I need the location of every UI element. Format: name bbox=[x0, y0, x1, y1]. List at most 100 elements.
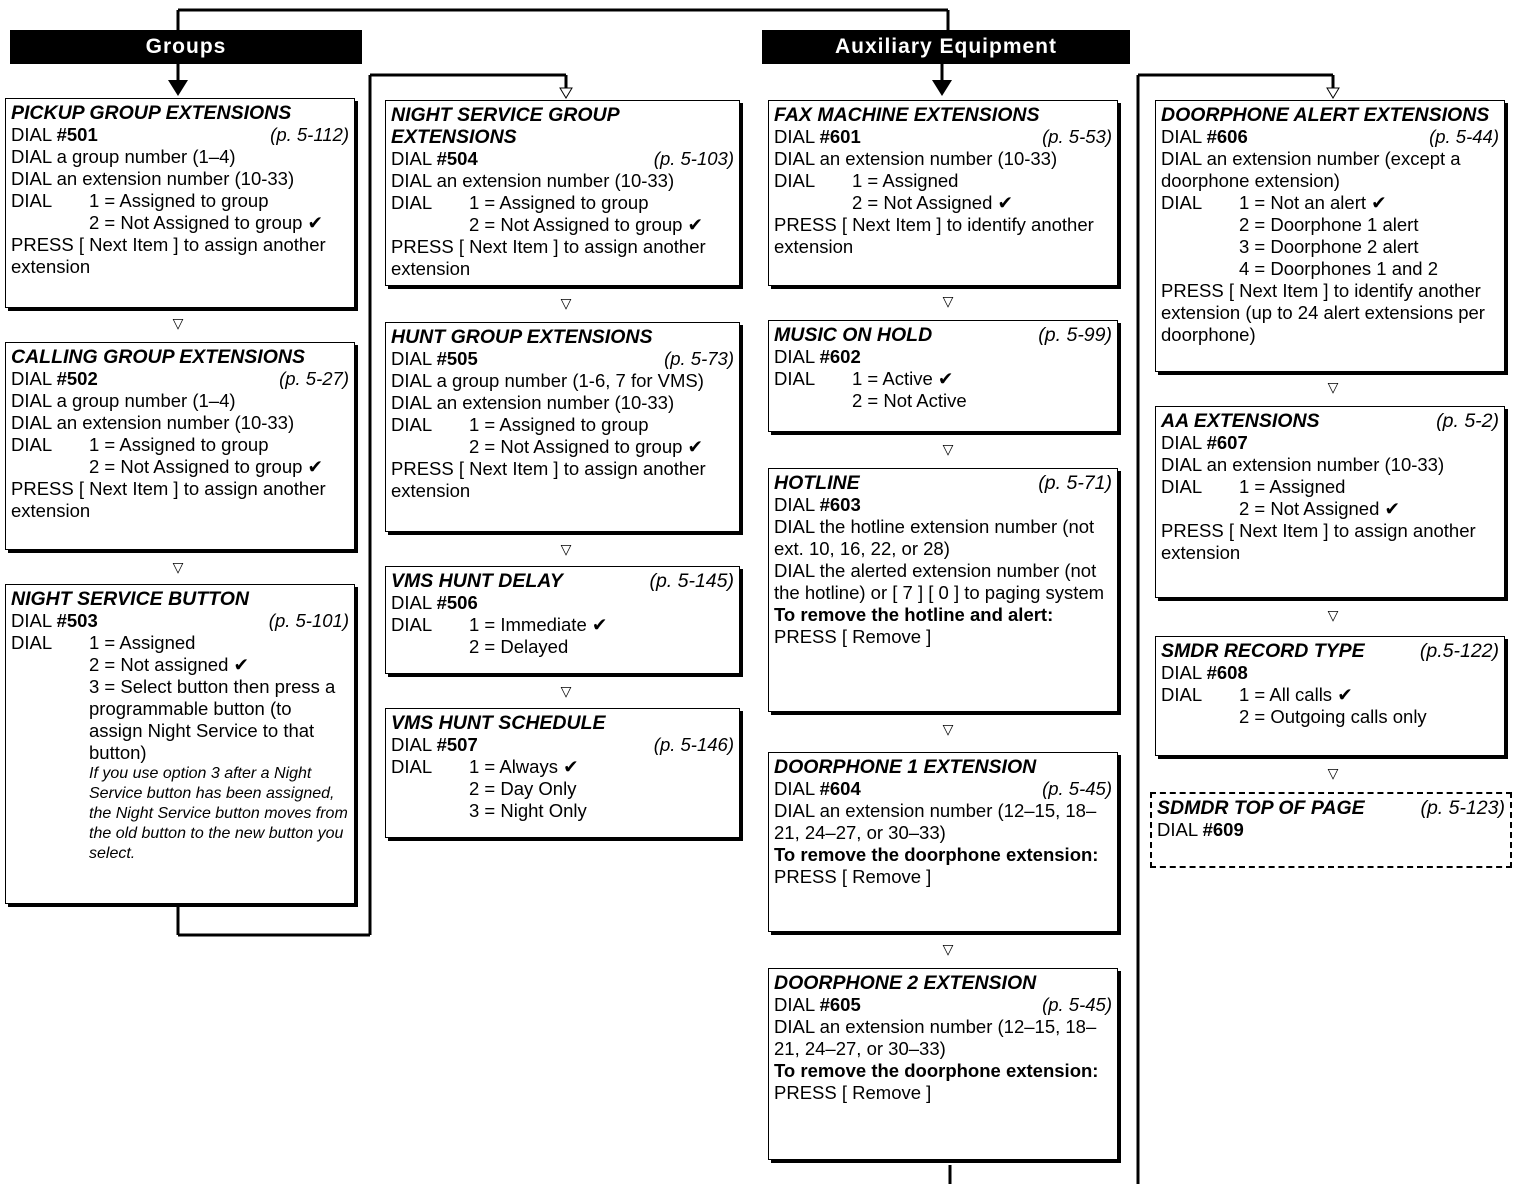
smdr-record-type-box: SMDR RECORD TYPE(p.5-122) DIAL #608 DIAL… bbox=[1155, 636, 1505, 756]
text-line: DIAL #604(p. 5-45) bbox=[774, 778, 1112, 800]
o2-text: 2 = Outgoing calls only bbox=[1239, 706, 1427, 727]
text-line: SMDR RECORD TYPE(p.5-122) bbox=[1161, 640, 1499, 662]
dial-text: DIAL bbox=[1157, 819, 1198, 840]
dial-text: DIAL bbox=[1161, 192, 1203, 213]
o3-text: 3 = Doorphone 2 alert bbox=[1239, 236, 1419, 257]
text-line: DIAL #606(p. 5-44) bbox=[1161, 126, 1499, 148]
text-line: VMS HUNT SCHEDULE bbox=[391, 712, 734, 734]
page-text: (p.5-122) bbox=[1419, 640, 1499, 662]
press-text: PRESS [ Next Item ] to assign another ex… bbox=[1161, 520, 1476, 563]
l1-text: DIAL an extension number (12–15, 18–21, … bbox=[774, 1016, 1097, 1059]
l2-text: DIAL an extension number (10-33) bbox=[11, 168, 295, 189]
text-line: VMS HUNT DELAY(p. 5-145) bbox=[391, 570, 734, 592]
text-line: DIAL #504 bbox=[391, 148, 478, 170]
dial-text: DIAL bbox=[11, 124, 52, 145]
title-text: NIGHT SERVICE GROUP EXTENSIONS bbox=[391, 104, 619, 148]
press-text: PRESS [ Remove ] bbox=[774, 1082, 932, 1103]
press-text: PRESS [ Remove ] bbox=[774, 866, 932, 887]
to-remove-doorphone-text: To remove the doorphone extension: bbox=[774, 1060, 1099, 1081]
text-line: NIGHT SERVICE BUTTON bbox=[11, 588, 349, 610]
dial-text: DIAL bbox=[391, 192, 433, 213]
o2-text: 2 = Delayed bbox=[469, 636, 569, 657]
title-text: DOORPHONE 2 EXTENSION bbox=[774, 972, 1037, 994]
page-text: (p. 5-103) bbox=[653, 148, 734, 169]
text-line: DOORPHONE 2 EXTENSION bbox=[774, 972, 1112, 994]
text-line: DIAL 1 = Immediate ✔2 = Delayed bbox=[391, 614, 734, 658]
l2-text: DIAL an extension number (10-33) bbox=[391, 392, 675, 413]
note-text: If you use option 3 after a Night Servic… bbox=[89, 765, 348, 862]
o2-text: 2 = Doorphone 1 alert bbox=[1239, 214, 1419, 235]
text-line: DIAL #506 bbox=[391, 592, 734, 614]
down-arrow-icon: ▽ bbox=[560, 541, 572, 557]
l1-text: DIAL a group number (1–4) bbox=[11, 146, 236, 167]
text-line: DIAL #502 bbox=[11, 368, 98, 390]
dial-text: DIAL bbox=[391, 148, 432, 169]
o2-text: 2 = Not Active bbox=[852, 390, 967, 411]
text-line: DIAL #507 bbox=[391, 734, 478, 756]
code-text: #609 bbox=[1202, 819, 1244, 840]
dial-text: DIAL bbox=[11, 368, 52, 389]
text-line: DOORPHONE ALERT EXTENSIONS bbox=[1161, 104, 1499, 126]
l2-text: DIAL an extension number (10-33) bbox=[11, 412, 295, 433]
dial-text: DIAL bbox=[774, 346, 815, 367]
text-line: 1 = Immediate ✔2 = Delayed bbox=[469, 614, 734, 658]
press-text: PRESS [ Next Item ] to assign another ex… bbox=[11, 478, 326, 521]
text-line: DIAL #504 (p. 5-103) bbox=[391, 148, 734, 170]
page-text: (p. 5-73) bbox=[664, 348, 734, 369]
o2-text: 2 = Not assigned ✔ bbox=[89, 654, 249, 675]
l1-text: DIAL the hotline extension number (not e… bbox=[774, 516, 1095, 559]
dial-text: DIAL bbox=[1161, 662, 1202, 683]
text-line: DIAL #605 bbox=[774, 994, 861, 1016]
o1-text: 1 = Assigned bbox=[89, 632, 196, 653]
sdmdr-top-of-page-box: SDMDR TOP OF PAGE(p. 5-123) DIAL #609 bbox=[1150, 792, 1512, 868]
o1-text: 1 = All calls ✔ bbox=[1239, 684, 1353, 705]
auxiliary-equipment-header: Auxiliary Equipment bbox=[762, 30, 1130, 64]
down-arrow-icon: ▽ bbox=[172, 559, 184, 575]
title-text: NIGHT SERVICE BUTTON bbox=[11, 588, 249, 610]
text-line: DIAL #607 bbox=[1161, 432, 1499, 454]
text-line: DIAL #604 bbox=[774, 778, 861, 800]
page-text: (p. 5-123) bbox=[1420, 797, 1505, 819]
page-text: (p. 5-71) bbox=[1038, 472, 1112, 494]
title-text: VMS HUNT DELAY bbox=[391, 570, 563, 592]
dial-text: DIAL bbox=[391, 614, 433, 635]
night-service-button-box: NIGHT SERVICE BUTTON DIAL #503(p. 5-101)… bbox=[5, 584, 355, 904]
down-arrow-icon: ▽ bbox=[560, 683, 572, 699]
aa-extensions-box: AA EXTENSIONS(p. 5-2) DIAL #607 DIAL an … bbox=[1155, 406, 1505, 598]
page-text: (p. 5-2) bbox=[1436, 410, 1499, 432]
o1-text: 1 = Always ✔ bbox=[469, 756, 579, 777]
code-text: #504 bbox=[436, 148, 478, 169]
o3-text: 3 = Select button then press a programma… bbox=[89, 676, 336, 763]
down-arrow-icon: ▽ bbox=[942, 293, 954, 309]
o2-text: 2 = Not Assigned to group ✔ bbox=[469, 436, 704, 457]
o3-text: 3 = Night Only bbox=[469, 800, 587, 821]
hotline-box: HOTLINE(p. 5-71) DIAL #603 DIAL the hotl… bbox=[768, 468, 1118, 712]
press-text: PRESS [ Next Item ] to assign another ex… bbox=[391, 236, 706, 279]
down-arrow-icon: ▽ bbox=[1327, 379, 1339, 395]
page-text: (p. 5-44) bbox=[1429, 126, 1499, 147]
text-line: MUSIC ON HOLD(p. 5-99) bbox=[774, 324, 1112, 346]
box-title: PICKUP GROUP EXTENSIONS bbox=[11, 102, 349, 124]
text-line: DIAL #609 bbox=[1157, 819, 1505, 841]
o4-text: 4 = Doorphones 1 and 2 bbox=[1239, 258, 1439, 279]
l1-text: DIAL an extension number (10-33) bbox=[391, 170, 675, 191]
page-text: (p. 5-99) bbox=[1038, 324, 1112, 346]
down-arrow-icon: ▽ bbox=[1327, 607, 1339, 623]
down-arrow-icon: ▽ bbox=[560, 295, 572, 311]
text-line: 1 = Active ✔2 = Not Active bbox=[852, 368, 1112, 412]
o2-text: 2 = Day Only bbox=[469, 778, 577, 799]
o1-text: 1 = Active ✔ bbox=[852, 368, 954, 389]
page-text: (p. 5-53) bbox=[1042, 126, 1112, 147]
o1-text: 1 = Immediate ✔ bbox=[469, 614, 608, 635]
title-text: FAX MACHINE EXTENSIONS bbox=[774, 104, 1040, 126]
text-line: DIAL #601 bbox=[774, 126, 861, 148]
title-text: PICKUP GROUP EXTENSIONS bbox=[11, 102, 292, 124]
